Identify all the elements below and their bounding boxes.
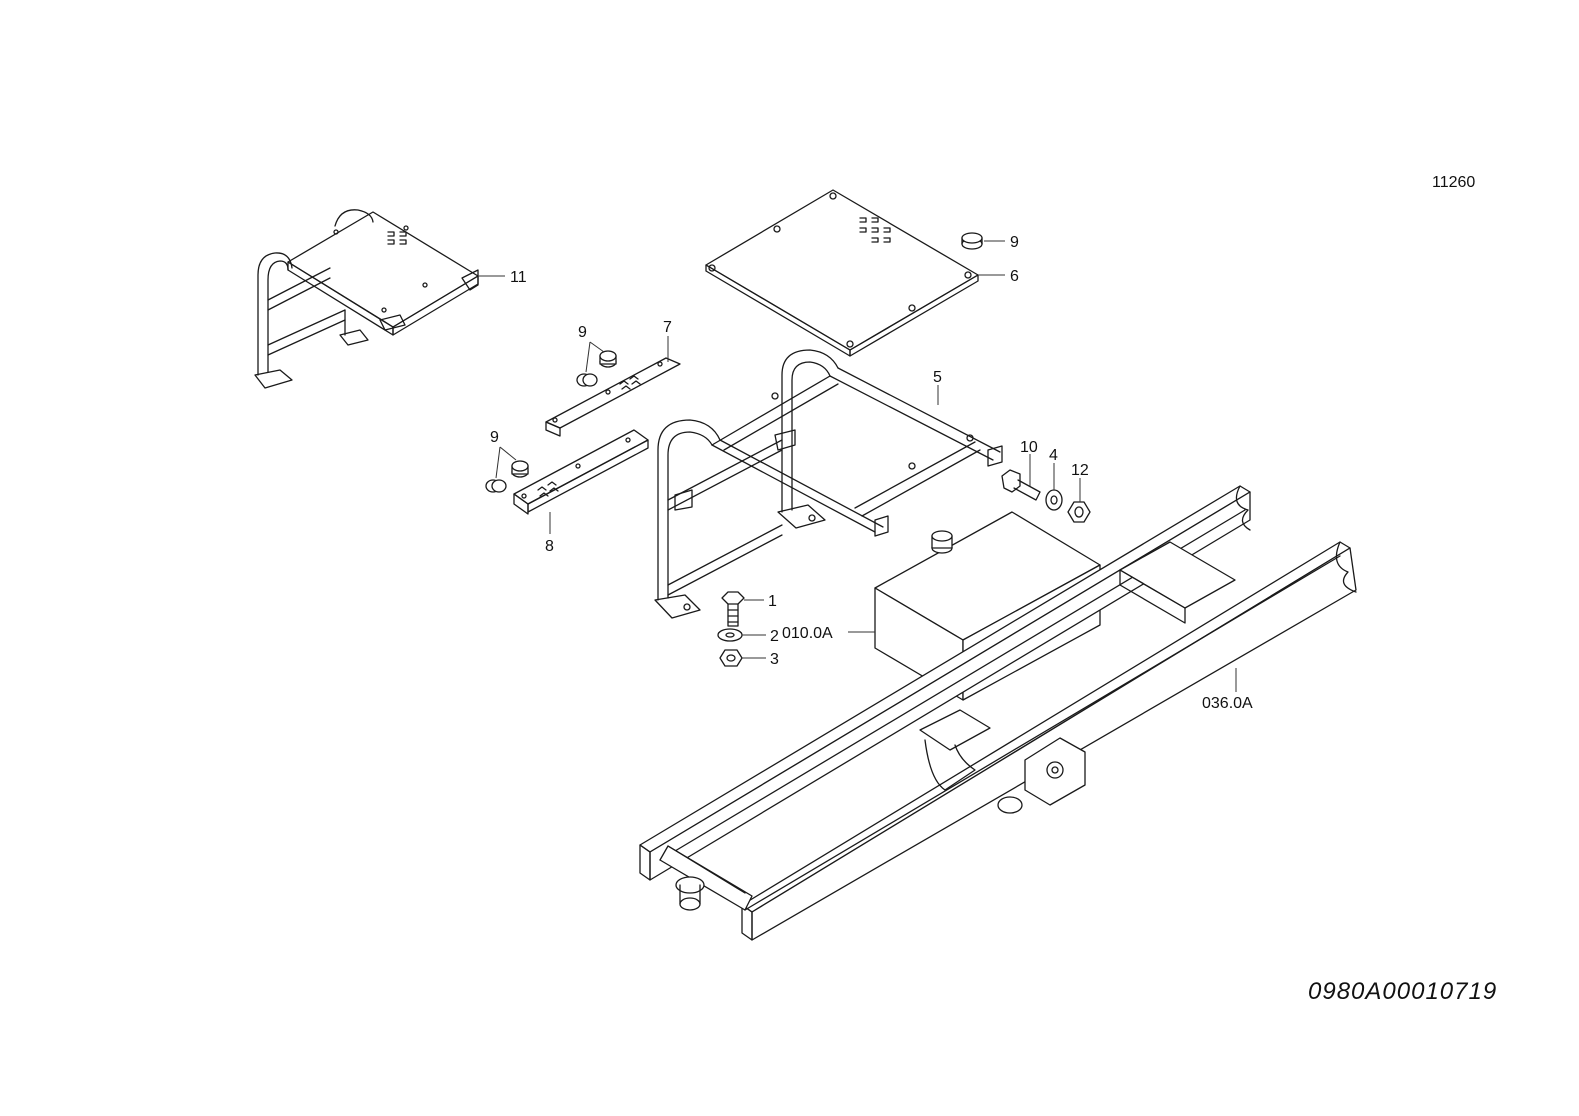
callout-10: 10 xyxy=(1020,439,1038,456)
callout-2: 2 xyxy=(770,628,779,645)
drawing-number: 0980A00010719 xyxy=(1308,978,1497,1005)
callout-3: 3 xyxy=(770,651,779,668)
sheet-code: 11260 xyxy=(1432,174,1475,191)
rubber-plug-lower-a xyxy=(511,460,529,478)
step-platform-assembly xyxy=(254,209,479,389)
callout-ref-frame: 036.0A xyxy=(1202,695,1253,712)
hex-bolt-1 xyxy=(721,591,745,627)
hex-nut-12 xyxy=(1067,501,1091,523)
hex-nut-3 xyxy=(719,649,743,667)
step-bracket-upper xyxy=(545,357,681,437)
callout-12: 12 xyxy=(1071,462,1089,479)
rubber-plug-upper-a xyxy=(599,350,617,368)
washer-2 xyxy=(717,628,743,642)
callout-9-mid: 9 xyxy=(578,324,587,341)
step-frame xyxy=(654,349,1003,619)
rubber-plug-upper-b xyxy=(576,373,598,387)
callout-8: 8 xyxy=(545,538,554,555)
callout-9-top: 9 xyxy=(1010,234,1019,251)
callout-4: 4 xyxy=(1049,447,1058,464)
callout-ref-tank: 010.0A xyxy=(782,625,833,642)
callout-11: 11 xyxy=(510,269,527,286)
chassis-frame xyxy=(639,485,1357,941)
step-bracket-lower xyxy=(513,429,649,515)
callout-1: 1 xyxy=(768,593,777,610)
callout-6: 6 xyxy=(1010,268,1019,285)
rubber-plug xyxy=(961,232,983,250)
callout-9-low: 9 xyxy=(490,429,499,446)
floor-plate xyxy=(705,189,979,357)
washer-4 xyxy=(1045,489,1063,511)
callout-7: 7 xyxy=(663,319,672,336)
rubber-plug-lower-b xyxy=(485,479,507,493)
hex-bolt-10 xyxy=(1001,469,1041,501)
callout-5: 5 xyxy=(933,369,942,386)
